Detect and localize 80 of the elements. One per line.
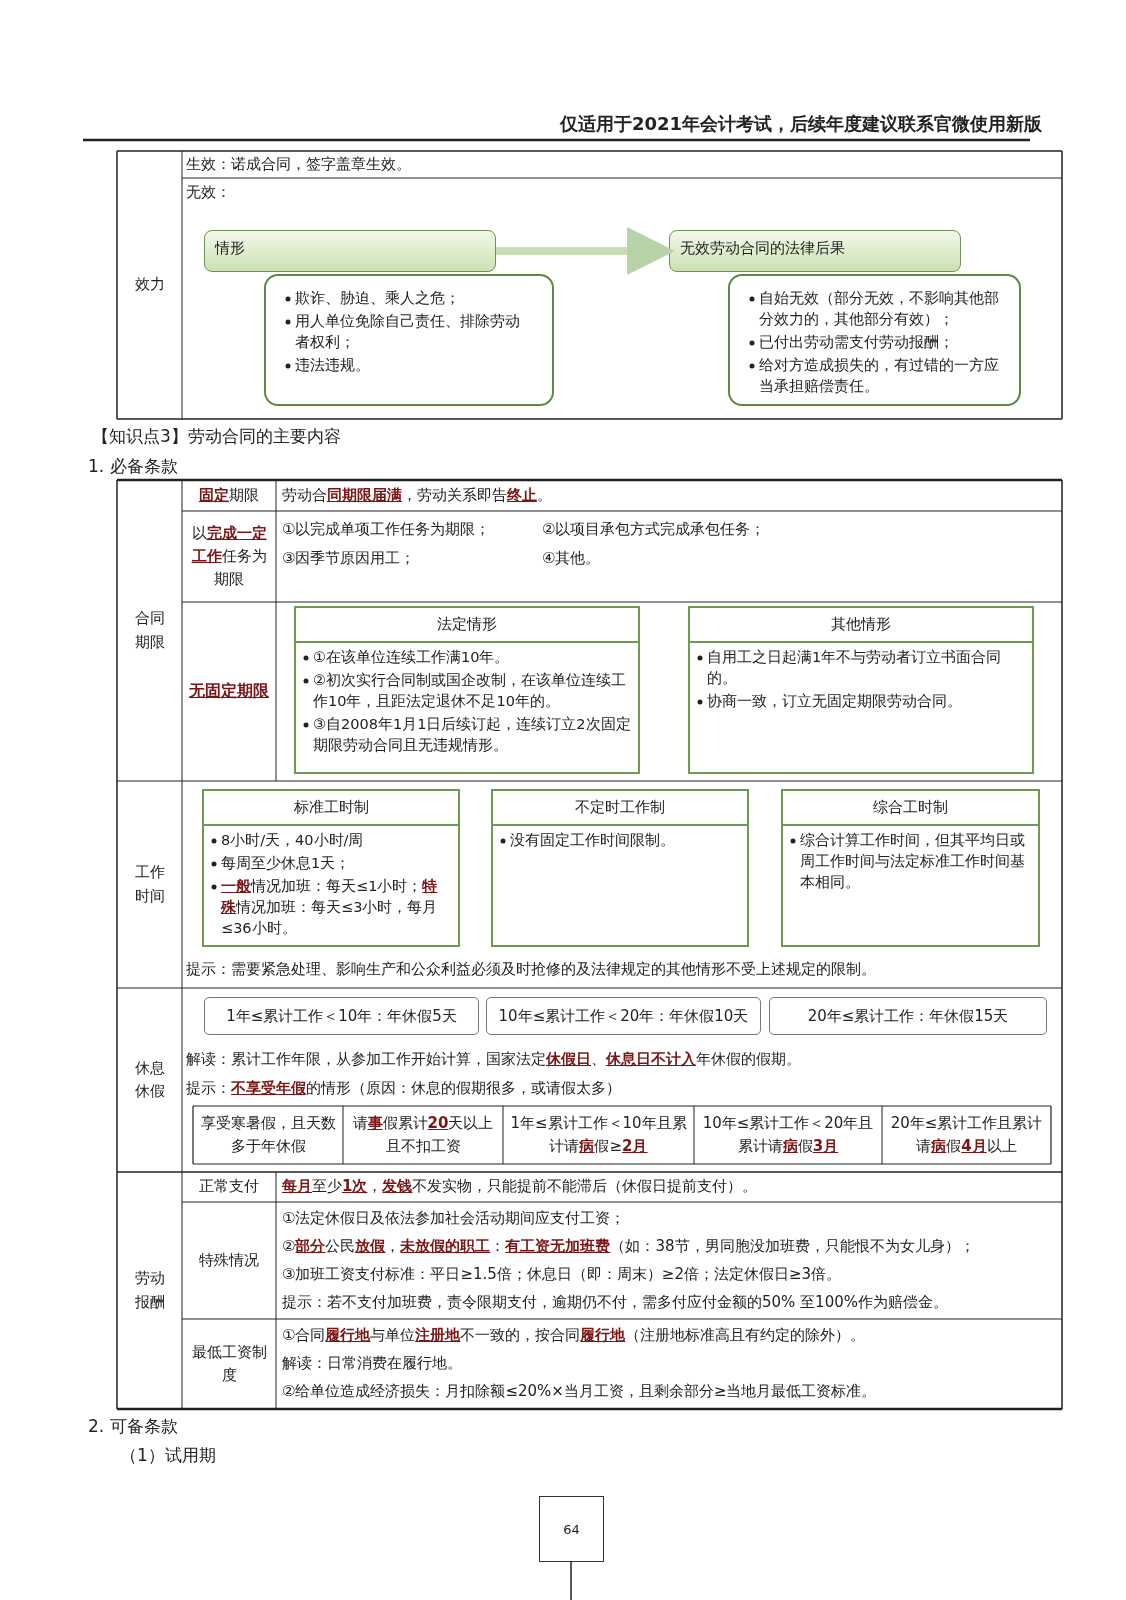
section-heading: 1. 必备条款 [88, 454, 178, 478]
bullet-text: 欺诈、胁迫、乘人之危； [295, 290, 460, 306]
note-text: 解读：日常消费在履行地。 [282, 1353, 462, 1375]
bullet-box [728, 274, 1021, 406]
bullet-text: ②初次实行合同制或国企改制，在该单位连续工作10年，且距法定退休不足10年的。 [313, 672, 626, 710]
bullet-text: 自用工之日起满1年不与劳动者订立书面合同的。 [707, 649, 1002, 686]
cell-text: 无效： [186, 182, 231, 204]
section-heading: 【知识点3】劳动合同的主要内容 [92, 424, 341, 448]
cell-text: 10年≤累计工作＜20年且累计请病假3月 [701, 1112, 875, 1157]
info-box [491, 789, 749, 947]
info-box [294, 606, 640, 774]
page-header: 仅适用于2021年会计考试，后续年度建议联系官微使用新版 [559, 112, 1042, 137]
cell-text: 每月至少1次，发钱不发实物，只能提前不能滞后（休假日提前支付）。 [282, 1176, 758, 1198]
cell-text: ④其他。 [542, 548, 601, 570]
rounded-box [486, 997, 761, 1035]
cell-text: 无固定期限 [189, 680, 269, 703]
cell-text: ①合同履行地与单位注册地不一致的，按合同履行地（注册地标准高且有约定的除外）。 [282, 1325, 866, 1347]
row-heading: 工作时间 [133, 862, 166, 907]
cell-text: 正常支付 [199, 1176, 259, 1198]
section-heading: （1）试用期 [120, 1443, 216, 1467]
bullet-text: ①在该单位连续工作满10年。 [313, 649, 510, 665]
cell-text: 享受寒暑假，且天数多于年休假 [199, 1112, 337, 1157]
note-text: 提示：不享受年假的情形（原因：休息的假期很多，或请假太多） [186, 1078, 621, 1100]
cell-text: 劳动合同期限届满，劳动关系即告终止。 [282, 484, 552, 506]
box-heading: 情形 [215, 239, 245, 257]
bullet-text: 综合计算工作时间，但其平均日或周工作时间与法定标准工作时间基本相同。 [800, 832, 1025, 891]
row-heading: 劳动报酬 [133, 1268, 166, 1313]
bullet-text: 已付出劳动需支付劳动报酬； [759, 334, 954, 351]
box-heading: 1年≤累计工作＜10年：年休假5天 [226, 1006, 457, 1026]
bullet-text: 违法违规。 [295, 357, 370, 374]
cell-text: 1年≤累计工作＜10年且累计请病假≥2月 [509, 1112, 688, 1157]
info-box [781, 789, 1040, 947]
bullet-text: 每周至少休息1天； [221, 855, 351, 871]
box-heading: 无效劳动合同的法律后果 [680, 239, 845, 257]
row-heading: 合同期限 [133, 608, 166, 653]
bullet-text: 一般情况加班：每天≤1小时；特殊情况加班：每天≤3小时，每月≤36小时。 [221, 878, 438, 937]
heading-box [204, 230, 496, 272]
box-heading: 标准工时制 [204, 791, 458, 826]
note-text: 提示：若不支付加班费，责令限期支付，逾期仍不付，需多付应付金额的50% 至100%作为赔偿金。 [282, 1291, 948, 1313]
cell-text: ②以项目承包方式完成承包任务； [542, 519, 766, 541]
bullet-text: 协商一致，订立无固定期限劳动合同。 [707, 693, 962, 710]
cell-text: 特殊情况 [199, 1249, 259, 1271]
page-number-box [539, 1496, 604, 1562]
note-text: 解读：累计工作年限，从参加工作开始计算，国家法定休假日、休息日不计入年休假的假期。 [186, 1049, 801, 1071]
cell-text: 固定期限 [199, 484, 259, 506]
bullet-text: 8小时/天，40小时/周 [221, 832, 364, 848]
bullet-text: 给对方造成损失的，有过错的一方应当承担赔偿责任。 [759, 357, 999, 395]
box-heading: 其他情形 [690, 608, 1032, 643]
cell-text: 生效：诺成合同，签字盖章生效。 [186, 153, 411, 175]
row-heading: 休息休假 [133, 1057, 166, 1102]
box-heading: 法定情形 [296, 608, 638, 643]
rounded-box [204, 997, 479, 1035]
box-heading: 不定时工作制 [493, 791, 747, 826]
box-heading: 10年≤累计工作＜20年：年休假10天 [498, 1006, 749, 1026]
rounded-box [769, 997, 1047, 1035]
row-heading: 效力 [134, 274, 165, 296]
cell-text: ①法定休假日及依法参加社会活动期间应支付工资； [282, 1207, 626, 1229]
bullet-box [264, 274, 554, 406]
section-heading: 2. 可备条款 [88, 1414, 178, 1438]
cell-text: ③加班工资支付标准：平日≥1.5倍；休息日（即：周末）≥2倍；法定休假日≥3倍。 [282, 1263, 842, 1285]
cell-text: ②给单位造成经济损失：月扣除额≤20%×当月工资，且剩余部分≥当地月最低工资标准。 [282, 1381, 877, 1403]
cell-text: 请事假累计20天以上且不扣工资 [351, 1112, 495, 1157]
info-box [688, 606, 1034, 774]
arrow [496, 227, 675, 275]
cell-text: 最低工资制度 [190, 1341, 268, 1386]
box-heading: 20年≤累计工作：年休假15天 [807, 1006, 1009, 1026]
cell-text: ①以完成单项工作任务为期限； [282, 519, 491, 541]
cell-text: ②部分公民放假，未放假的职工：有工资无加班费（如：38节，男同胞没加班费，只能恨不为女儿身）； [282, 1235, 975, 1257]
note-text: 提示：需要紧急处理、影响生产和公众利益必须及时抢修的及法律规定的其他情形不受上述规定的限制。 [186, 959, 876, 981]
box-heading: 综合工时制 [783, 791, 1038, 826]
cell-text: ③因季节原因用工； [282, 548, 416, 570]
cell-text: 以完成一定工作任务为期限 [190, 522, 268, 591]
heading-box [669, 230, 961, 272]
cell-text: 20年≤累计工作且累计请病假4月以上 [889, 1112, 1044, 1157]
bullet-text: 自始无效（部分无效，不影响其他部分效力的，其他部分有效）； [759, 290, 999, 327]
bullet-text: ③自2008年1月1日后续订起，连续订立2次固定期限劳动合同且无违规情形。 [313, 716, 631, 754]
bullet-text: 没有固定工作时间限制。 [510, 832, 675, 848]
bullet-text: 用人单位免除自己责任、排除劳动者权利； [295, 313, 520, 351]
page-number: 64 [563, 1521, 580, 1537]
info-box [202, 789, 460, 947]
